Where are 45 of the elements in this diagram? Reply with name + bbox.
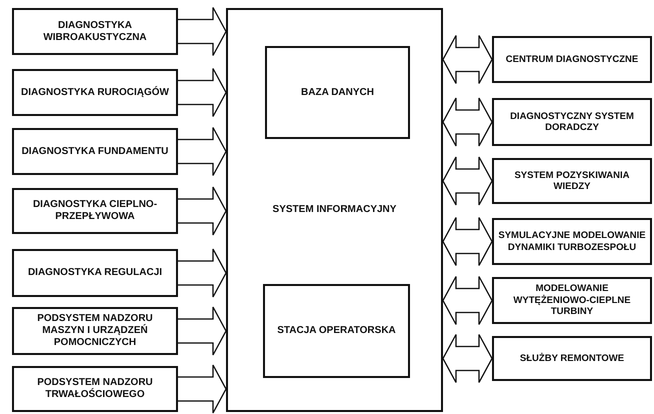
block-arrow xyxy=(442,276,493,326)
box-label: DIAGNOSTYKA RUROCIĄGÓW xyxy=(21,86,169,98)
block-arrow xyxy=(177,306,227,356)
process-box xyxy=(263,284,410,378)
block-arrow xyxy=(442,97,493,147)
box-label: DIAGNOSTYCZNY SYSTEM DORADCZY xyxy=(509,110,635,134)
block-arrow xyxy=(442,334,493,384)
process-box xyxy=(492,36,652,83)
process-box xyxy=(12,128,178,175)
box-label: PODSYSTEM NADZORU MASZYN I URZĄDZEŃ POMOCNICZYCH xyxy=(36,313,154,349)
box-label: CENTRUM DIAGNOSTYCZNE xyxy=(506,54,638,66)
block-arrow xyxy=(177,186,227,236)
process-box xyxy=(492,336,652,381)
box-label: SYSTEM INFORMACYJNY xyxy=(272,204,396,216)
box-label: MODELOWANIE WYTĘŻENIOWO-CIEPLNE TURBINY xyxy=(512,283,632,318)
box-label: BAZA DANYCH xyxy=(301,86,374,98)
process-box xyxy=(12,249,178,297)
box-label: STACJA OPERATORSKA xyxy=(277,325,396,337)
process-box xyxy=(12,69,178,116)
box-label: PODSYSTEM NADZORU TRWAŁOŚCIOWEGO xyxy=(36,377,154,401)
process-box xyxy=(12,188,178,234)
box-label: SYSTEM POZYSKIWANIA WIEDZY xyxy=(513,170,631,192)
box-label: SŁUŻBY REMONTOWE xyxy=(520,352,624,364)
block-arrow xyxy=(177,126,227,176)
block-arrow xyxy=(177,248,227,298)
system-box xyxy=(226,8,443,412)
box-label: DIAGNOSTYKA FUNDAMENTU xyxy=(22,146,168,158)
box-label: DIAGNOSTYKA CIEPLNO-PRZEPŁYWOWA xyxy=(32,199,158,223)
process-box xyxy=(492,218,652,265)
process-box xyxy=(492,277,652,324)
process-box xyxy=(265,46,410,139)
block-arrow xyxy=(442,216,493,266)
process-box xyxy=(492,158,652,204)
block-arrow xyxy=(442,156,493,206)
block-arrow xyxy=(442,34,493,84)
block-arrow xyxy=(177,68,227,118)
process-box xyxy=(492,98,652,146)
process-box xyxy=(12,366,178,412)
process-box xyxy=(12,307,178,355)
process-box xyxy=(12,8,178,55)
box-label: DIAGNOSTYKA WIBROAKUSTYCZNA xyxy=(42,20,148,44)
box-label: SYMULACYJNE MODELOWANIE DYNAMIKI TURBOZESPOŁU xyxy=(498,230,646,253)
box-label: DIAGNOSTYKA REGULACJI xyxy=(28,267,162,279)
block-arrow xyxy=(177,6,227,56)
block-arrow xyxy=(177,364,227,414)
